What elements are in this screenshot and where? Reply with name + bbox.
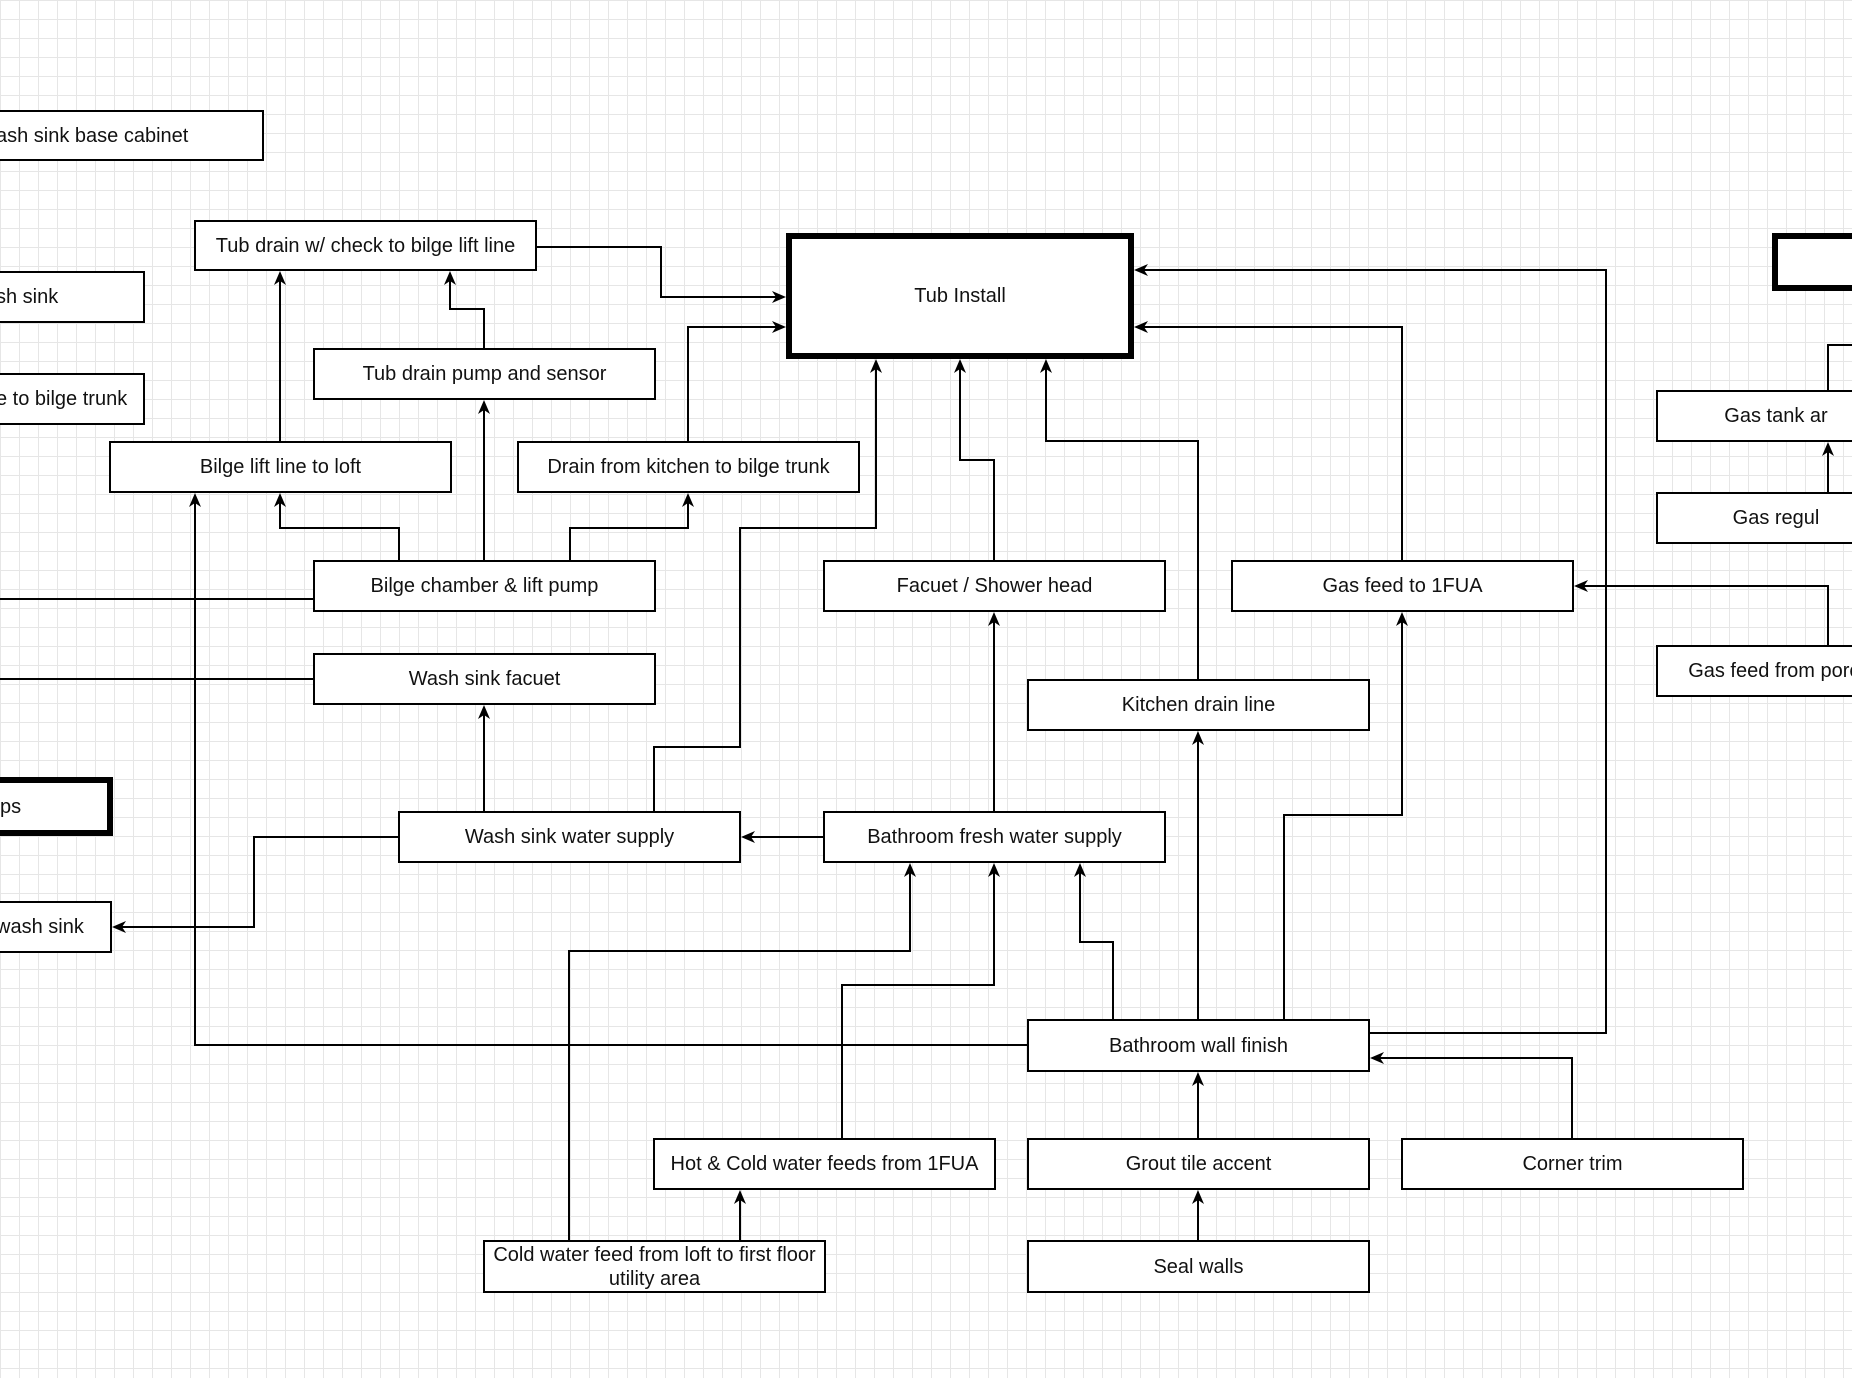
edge-wash-sink-water-supply-to-wash-sink-partial xyxy=(112,836,398,933)
node-cold-water-loft-label: Cold water feed from loft to first floor… xyxy=(493,1243,816,1290)
edge-seal-walls-to-grout-tile xyxy=(1192,1190,1204,1240)
edge-bathroom-wall-finish-to-bathroom-fresh-water xyxy=(1074,863,1114,1019)
edge-bathroom-wall-finish-to-kitchen-drain-line xyxy=(1192,731,1204,1019)
node-sh-sink-label: sh sink xyxy=(0,286,59,308)
node-heavy-right-partial[interactable] xyxy=(1772,233,1852,291)
node-wash-sink-faucet[interactable]: Wash sink facuet xyxy=(313,653,656,705)
edge-grout-tile-to-bathroom-wall-finish xyxy=(1192,1072,1204,1138)
edge-bathroom-wall-finish-to-bilge-lift-line xyxy=(189,493,1027,1046)
node-grout-tile[interactable]: Grout tile accent xyxy=(1027,1138,1370,1190)
edge-bathroom-wall-finish-to-gas-feed-1fua xyxy=(1283,612,1408,1019)
node-tub-drain-pump[interactable]: Tub drain pump and sensor xyxy=(313,348,656,400)
node-wash-sink-partial[interactable]: wash sink xyxy=(0,901,112,953)
edge-kitchen-drain-line-to-tub-install xyxy=(1040,359,1199,679)
edge-bilge-chamber-to-drain-kitchen-bilge xyxy=(569,493,694,560)
node-faucet-shower-label: Facuet / Shower head xyxy=(896,575,1093,597)
node-bathroom-fresh-water[interactable]: Bathroom fresh water supply xyxy=(823,811,1166,863)
edge-tub-drain-check-to-tub-install xyxy=(537,246,786,303)
edge-corner-trim-to-bathroom-wall-finish xyxy=(1370,1052,1573,1138)
node-bilge-lift-line-label: Bilge lift line to loft xyxy=(199,456,362,478)
node-drain-kitchen-bilge-label: Drain from kitchen to bilge trunk xyxy=(547,456,830,478)
node-corner-trim[interactable]: Corner trim xyxy=(1401,1138,1744,1190)
edge-gas-tank-to-heavy-right-partial xyxy=(1827,344,1852,390)
node-wash-sink-base-cabinet[interactable]: ash sink base cabinet xyxy=(0,110,264,161)
edge-gas-regul-to-gas-tank xyxy=(1822,442,1834,492)
node-wash-sink-water-supply-label: Wash sink water supply xyxy=(464,826,675,848)
edge-gas-feed-1fua-to-tub-install xyxy=(1134,321,1403,560)
edge-wash-sink-water-supply-to-tub-install xyxy=(653,359,882,811)
node-wash-sink-partial-label: wash sink xyxy=(0,916,84,938)
edge-bilge-chamber-to-tub-drain-pump xyxy=(478,400,490,560)
node-gas-regul[interactable]: Gas regul xyxy=(1656,492,1852,544)
edge-cold-water-loft-to-bathroom-fresh-water xyxy=(568,863,916,1240)
node-gas-regul-label: Gas regul xyxy=(1732,507,1820,529)
node-bilge-lift-line[interactable]: Bilge lift line to loft xyxy=(109,441,452,493)
edge-hot-cold-feeds-to-bathroom-fresh-water xyxy=(841,863,1000,1138)
node-wash-sink-water-supply[interactable]: Wash sink water supply xyxy=(398,811,741,863)
node-grout-tile-label: Grout tile accent xyxy=(1125,1153,1272,1175)
node-gas-tank-label: Gas tank ar xyxy=(1724,405,1828,427)
node-cold-water-loft[interactable]: Cold water feed from loft to first floor… xyxy=(483,1240,826,1293)
node-gas-feed-porch-label: Gas feed from porcl xyxy=(1688,660,1852,682)
node-bathroom-wall-finish[interactable]: Bathroom wall finish xyxy=(1027,1019,1370,1072)
edge-tub-drain-pump-to-tub-drain-check xyxy=(444,271,485,348)
node-wash-sink-faucet-label: Wash sink facuet xyxy=(408,668,561,690)
node-hot-cold-feeds-label: Hot & Cold water feeds from 1FUA xyxy=(670,1153,979,1175)
node-bilge-trunk-partial-label: e to bilge trunk xyxy=(0,388,128,410)
node-tub-drain-check[interactable]: Tub drain w/ check to bilge lift line xyxy=(194,220,537,271)
edge-bilge-lift-line-to-tub-drain-check xyxy=(274,271,286,441)
node-seal-walls-label: Seal walls xyxy=(1153,1255,1244,1278)
edge-cold-water-loft-to-hot-cold-feeds xyxy=(734,1190,746,1240)
edge-wash-sink-water-supply-to-wash-sink-faucet xyxy=(478,705,490,811)
node-sh-sink[interactable]: sh sink xyxy=(0,271,145,323)
node-tub-install-label: Tub Install xyxy=(914,285,1006,307)
node-bathroom-fresh-water-label: Bathroom fresh water supply xyxy=(867,826,1122,848)
node-drain-kitchen-bilge[interactable]: Drain from kitchen to bilge trunk xyxy=(517,441,860,493)
node-hot-cold-feeds[interactable]: Hot & Cold water feeds from 1FUA xyxy=(653,1138,996,1190)
edge-gas-feed-porch-to-gas-feed-1fua xyxy=(1574,580,1829,645)
node-bilge-chamber-label: Bilge chamber & lift pump xyxy=(370,575,599,597)
node-faucet-shower[interactable]: Facuet / Shower head xyxy=(823,560,1166,612)
node-bilge-trunk-partial[interactable]: e to bilge trunk xyxy=(0,373,145,425)
edge-bathroom-fresh-water-to-faucet-shower xyxy=(988,612,1000,811)
node-bathroom-wall-finish-label: Bathroom wall finish xyxy=(1109,1034,1288,1057)
node-gas-feed-1fua-label: Gas feed to 1FUA xyxy=(1322,575,1483,597)
node-tub-drain-check-label: Tub drain w/ check to bilge lift line xyxy=(215,234,516,257)
node-wash-sink-base-cabinet-label: ash sink base cabinet xyxy=(0,124,189,147)
edge-faucet-shower-to-tub-install xyxy=(954,359,995,560)
node-gas-feed-porch[interactable]: Gas feed from porcl xyxy=(1656,645,1852,697)
edge-bilge-chamber-to-bilge-lift-line xyxy=(274,493,400,560)
edge-drain-kitchen-bilge-to-tub-install xyxy=(687,321,786,441)
node-kitchen-drain-line-label: Kitchen drain line xyxy=(1121,694,1276,716)
node-tub-drain-pump-label: Tub drain pump and sensor xyxy=(362,363,607,385)
node-bilge-chamber[interactable]: Bilge chamber & lift pump xyxy=(313,560,656,612)
edge-bathroom-fresh-water-to-wash-sink-water-supply xyxy=(741,831,823,843)
node-gas-tank[interactable]: Gas tank ar xyxy=(1656,390,1852,442)
node-kitchen-drain-line[interactable]: Kitchen drain line xyxy=(1027,679,1370,731)
node-tub-install[interactable]: Tub Install xyxy=(786,233,1134,359)
node-ps-partial-label: ps xyxy=(0,795,22,818)
node-gas-feed-1fua[interactable]: Gas feed to 1FUA xyxy=(1231,560,1574,612)
edge-bathroom-wall-finish-to-tub-install xyxy=(1134,264,1607,1034)
node-corner-trim-label: Corner trim xyxy=(1522,1153,1623,1175)
node-ps-partial[interactable]: ps xyxy=(0,777,113,836)
node-seal-walls[interactable]: Seal walls xyxy=(1027,1240,1370,1293)
